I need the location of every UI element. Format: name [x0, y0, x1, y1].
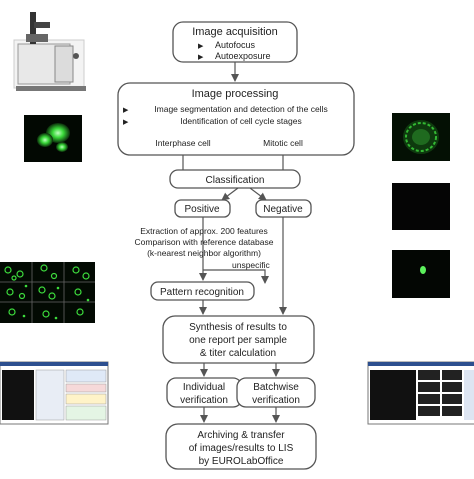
- archiving-line-2: of images/results to LIS: [189, 443, 294, 454]
- bullet-icon: ▶: [198, 54, 204, 61]
- individual-line-2: verification: [180, 395, 228, 406]
- negative-box: [255, 199, 312, 218]
- mitotic-cell-image: [392, 113, 450, 161]
- autofocus-label: Autofocus: [215, 40, 256, 50]
- positive-label: Positive: [184, 204, 219, 215]
- software-screenshot-left: [0, 361, 109, 425]
- cell-cycle-label: Identification of cell cycle stages: [180, 116, 301, 126]
- bullet-icon: ▶: [123, 119, 129, 126]
- unspecific-label: unspecific: [232, 260, 271, 270]
- extraction-line-1: Extraction of approx. 200 features: [140, 226, 268, 236]
- synthesis-line-2: one report per sample: [189, 335, 287, 346]
- individual-line-1: Individual: [183, 382, 225, 393]
- bullet-icon: ▶: [123, 107, 129, 114]
- segmentation-label: Image segmentation and detection of the …: [154, 104, 327, 114]
- extraction-line-2: Comparison with reference database: [135, 237, 274, 247]
- batchwise-line-1: Batchwise: [253, 382, 299, 393]
- negative-label: Negative: [263, 204, 303, 215]
- fluorescent-cells-image: [24, 115, 82, 162]
- archiving-box: [165, 423, 317, 470]
- cell-grid-image: [0, 262, 95, 323]
- archiving-line-3: by EUROLabOffice: [199, 456, 284, 467]
- microscope-device-image: [13, 12, 86, 91]
- acquisition-title: Image acquisition: [192, 26, 278, 38]
- synthesis-line-1: Synthesis of results to: [189, 322, 287, 333]
- positive-box: [174, 199, 231, 218]
- autoexposure-label: Autoexposure: [215, 51, 271, 61]
- classification-box: [169, 169, 301, 189]
- pattern-label: Pattern recognition: [160, 287, 244, 298]
- arrow-unspecific: [203, 269, 269, 284]
- processing-box: [117, 82, 355, 156]
- pattern-box: [150, 281, 255, 301]
- mitotic-label: Mitotic cell: [263, 138, 303, 148]
- classification-label: Classification: [206, 175, 265, 186]
- acquisition-box: [172, 21, 298, 63]
- software-screenshot-right: [367, 361, 474, 425]
- synthesis-line-3: & titer calculation: [200, 348, 276, 359]
- arrow-class-pos: [221, 187, 239, 201]
- bullet-icon: ▶: [198, 43, 204, 50]
- batchwise-box: [236, 377, 316, 408]
- interphase-label: Interphase cell: [155, 138, 210, 148]
- archiving-line-1: Archiving & transfer: [197, 430, 285, 441]
- single-green-cell-image: [392, 250, 450, 298]
- synthesis-box: [162, 315, 315, 364]
- extraction-line-3: (k-nearest neighbor algorithm): [147, 248, 261, 258]
- batchwise-line-2: verification: [252, 395, 300, 406]
- arrow-class-neg: [249, 187, 267, 201]
- dark-field-image: [392, 183, 450, 230]
- processing-title: Image processing: [192, 88, 279, 100]
